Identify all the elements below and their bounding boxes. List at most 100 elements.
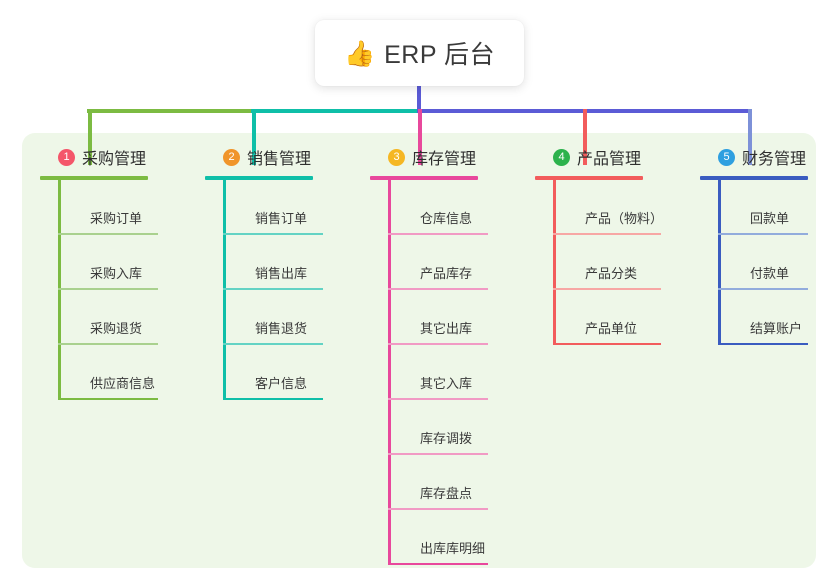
drop-connector-5 <box>748 109 752 165</box>
leaf-item-label: 采购入库 <box>90 266 143 281</box>
leaf-item-underline <box>718 288 808 290</box>
branch-items-4: 产品（物料） 产品分类产品单位 <box>553 180 663 345</box>
branch-underline-5 <box>700 176 808 180</box>
branch-spine-4 <box>553 180 556 345</box>
branch-badge-5: 5 <box>718 148 735 166</box>
thumbs-up-icon: 👍 <box>343 38 376 68</box>
leaf-item[interactable]: 产品（物料） <box>553 180 663 235</box>
leaf-item[interactable]: 付款单 <box>718 235 808 290</box>
leaf-item-underline <box>388 508 488 510</box>
leaf-item[interactable]: 库存盘点 <box>388 455 488 510</box>
leaf-item[interactable]: 产品库存 <box>388 235 488 290</box>
branch-items-2: 销售订单销售出库销售退货客户信息 <box>223 180 323 400</box>
branch-items-3: 仓库信息产品库存其它出库其它入库库存调拨库存盘点出库库明细 <box>388 180 488 565</box>
leaf-item[interactable]: 结算账户 <box>718 290 808 345</box>
leaf-item-underline <box>553 288 661 290</box>
branch-spine-5 <box>718 180 721 345</box>
leaf-item-underline <box>223 398 323 400</box>
leaf-item[interactable]: 采购退货 <box>58 290 158 345</box>
branch-underline-4 <box>535 176 643 180</box>
leaf-item-underline <box>553 233 661 235</box>
branch-header-3[interactable]: 3 库存管理 <box>370 145 478 169</box>
branch-underline-3 <box>370 176 478 180</box>
leaf-item-label: 产品（物料） <box>585 211 664 226</box>
branch-spine-2 <box>223 180 226 400</box>
leaf-item-label: 销售退货 <box>255 321 308 336</box>
leaf-item-label: 其它入库 <box>420 376 473 391</box>
leaf-item-underline <box>553 343 661 345</box>
leaf-item-underline <box>718 343 808 345</box>
leaf-item-underline <box>223 288 323 290</box>
leaf-item-underline <box>388 563 488 565</box>
leaf-item-underline <box>223 233 323 235</box>
root-title: ERP 后台 <box>384 41 496 69</box>
leaf-item[interactable]: 采购入库 <box>58 235 158 290</box>
leaf-item-label: 采购订单 <box>90 211 143 226</box>
leaf-item[interactable]: 销售订单 <box>223 180 323 235</box>
root-node[interactable]: 👍 ERP 后台 <box>315 20 524 86</box>
branch-spine-1 <box>58 180 61 400</box>
branch-column-3: 3 库存管理仓库信息产品库存其它出库其它入库库存调拨库存盘点出库库明细 <box>370 145 488 565</box>
leaf-item-label: 采购退货 <box>90 321 143 336</box>
leaf-item-underline <box>58 233 158 235</box>
leaf-item[interactable]: 出库库明细 <box>388 510 488 565</box>
branch-title-3: 库存管理 <box>412 151 477 168</box>
branch-items-5: 回款单付款单结算账户 <box>718 180 808 345</box>
leaf-item[interactable]: 回款单 <box>718 180 808 235</box>
leaf-item[interactable]: 其它入库 <box>388 345 488 400</box>
leaf-item-label: 出库库明细 <box>420 541 486 556</box>
leaf-item-label: 仓库信息 <box>420 211 473 226</box>
leaf-item-underline <box>388 288 488 290</box>
leaf-item[interactable]: 产品单位 <box>553 290 661 345</box>
branch-title-4: 产品管理 <box>577 151 642 168</box>
leaf-item-label: 销售订单 <box>255 211 308 226</box>
leaf-item-label: 结算账户 <box>750 321 803 336</box>
branch-column-5: 5 财务管理回款单付款单结算账户 <box>700 145 808 345</box>
leaf-item-underline <box>58 288 158 290</box>
branch-header-5[interactable]: 5 财务管理 <box>700 145 808 169</box>
leaf-item-underline <box>388 398 488 400</box>
branch-underline-1 <box>40 176 148 180</box>
leaf-item[interactable]: 销售退货 <box>223 290 323 345</box>
leaf-item-label: 库存调拨 <box>420 431 473 446</box>
branch-underline-2 <box>205 176 313 180</box>
leaf-item-label: 产品分类 <box>585 266 638 281</box>
branch-title-1: 采购管理 <box>82 151 147 168</box>
leaf-item-label: 付款单 <box>750 266 790 281</box>
branch-badge-3: 3 <box>388 148 405 166</box>
leaf-item[interactable]: 其它出库 <box>388 290 488 345</box>
leaf-item[interactable]: 销售出库 <box>223 235 323 290</box>
leaf-item[interactable]: 库存调拨 <box>388 400 488 455</box>
leaf-item[interactable]: 采购订单 <box>58 180 158 235</box>
drop-connector-1 <box>88 109 92 165</box>
leaf-item-label: 其它出库 <box>420 321 473 336</box>
leaf-item[interactable]: 客户信息 <box>223 345 323 400</box>
branch-title-5: 财务管理 <box>742 151 807 168</box>
leaf-item-label: 产品单位 <box>585 321 638 336</box>
leaf-item[interactable]: 供应商信息 <box>58 345 158 400</box>
leaf-item-underline <box>388 343 488 345</box>
branch-badge-4: 4 <box>553 148 570 166</box>
leaf-item-underline <box>58 343 158 345</box>
drop-connector-3 <box>418 109 422 165</box>
leaf-item-underline <box>388 453 488 455</box>
leaf-item-label: 客户信息 <box>255 376 308 391</box>
branch-column-4: 4 产品管理产品（物料） 产品分类产品单位 <box>535 145 663 345</box>
leaf-item-label: 回款单 <box>750 211 790 226</box>
branch-badge-1: 1 <box>58 148 75 166</box>
branch-spine-3 <box>388 180 391 565</box>
branch-title-2: 销售管理 <box>247 151 312 168</box>
diagram-panel <box>22 133 816 568</box>
leaf-item-underline <box>58 398 158 400</box>
branch-header-4[interactable]: 4 产品管理 <box>535 145 643 169</box>
leaf-item[interactable]: 仓库信息 <box>388 180 488 235</box>
branch-header-1[interactable]: 1 采购管理 <box>40 145 148 169</box>
drop-connector-2 <box>252 109 256 165</box>
bus-segment-green <box>87 109 253 113</box>
leaf-item[interactable]: 产品分类 <box>553 235 661 290</box>
leaf-item-underline <box>388 233 488 235</box>
leaf-item-label: 供应商信息 <box>90 376 156 391</box>
leaf-item-label: 库存盘点 <box>420 486 473 501</box>
